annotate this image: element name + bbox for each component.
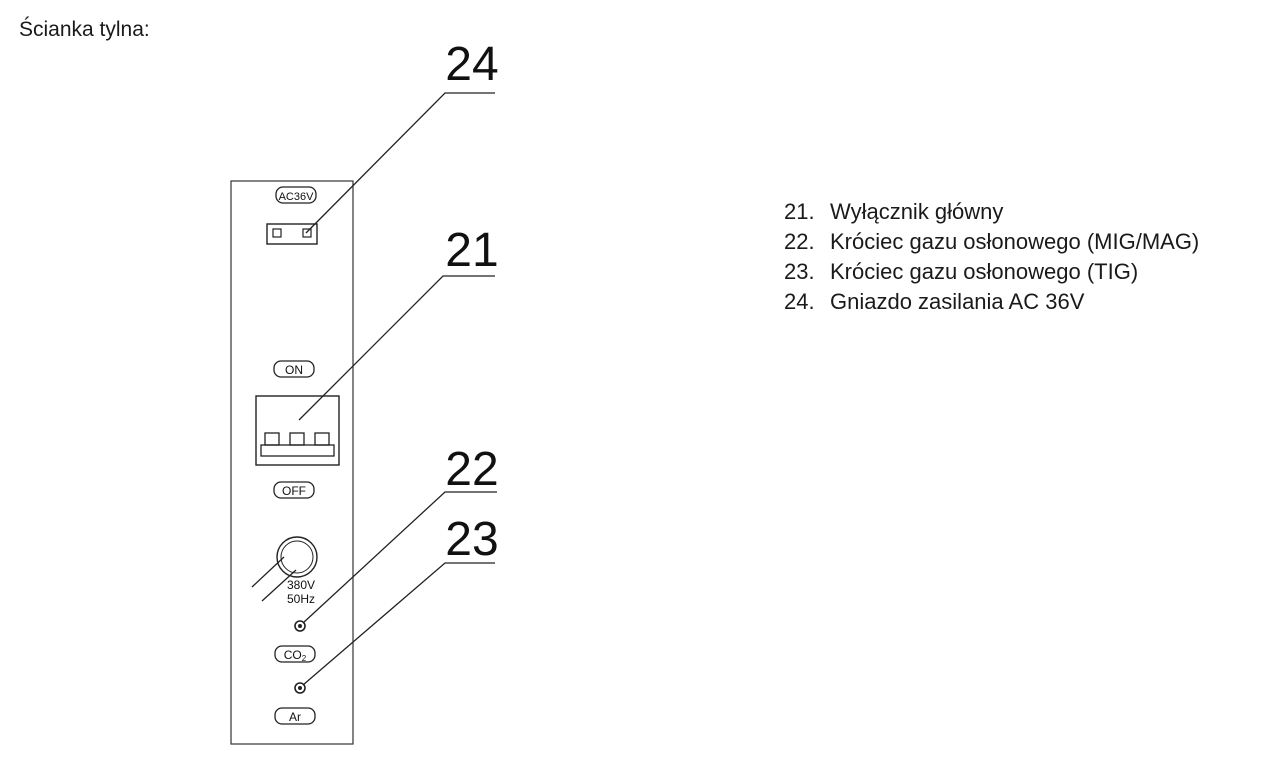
callout-22: 22: [445, 443, 498, 496]
power-cable-line-2: [261, 569, 297, 602]
ac36v-label-box: [275, 186, 317, 204]
legend-number: 21.: [784, 199, 815, 224]
legend-number: 24.: [784, 289, 815, 314]
parts-legend: 21. Wyłącznik główny 22. Króciec gazu osło…: [784, 197, 1199, 317]
frequency-label: 50Hz: [287, 592, 315, 606]
ac36v-socket: [266, 223, 318, 245]
ar-label-box: [274, 707, 316, 725]
legend-item: 24. Gniazdo zasilania AC 36V: [784, 287, 1199, 317]
legend-number: 22.: [784, 229, 815, 254]
ac36v-socket-pin-right: [302, 228, 312, 238]
power-cable-gland-inner: [280, 540, 314, 574]
on-label-box: [273, 360, 315, 378]
callout-21: 21: [445, 224, 498, 277]
co2-label-box: [274, 645, 316, 663]
legend-item: 21. Wyłącznik główny: [784, 197, 1199, 227]
callout-23: 23: [445, 513, 498, 566]
legend-item: 23. Króciec gazu osłonowego (TIG): [784, 257, 1199, 287]
rear-panel: [230, 180, 354, 745]
callout-23-leader: [302, 562, 495, 686]
main-switch: [255, 395, 340, 466]
co2-gas-nozzle-core: [298, 624, 302, 628]
callout-22-leader: [302, 491, 497, 624]
power-cable-line-1: [251, 556, 285, 588]
off-label: OFF: [282, 484, 306, 498]
off-label-box: [273, 481, 315, 499]
callout-24-leader: [305, 92, 495, 234]
legend-text: Króciec gazu osłonowego (TIG): [830, 259, 1139, 284]
ac36v-socket-pin-left: [272, 228, 282, 238]
voltage-label: 380V: [287, 578, 315, 592]
main-switch-pole-1: [264, 432, 280, 446]
co2-label-subscript: 2: [302, 654, 307, 663]
ar-gas-nozzle-core: [298, 686, 302, 690]
main-switch-bar: [260, 444, 335, 457]
legend-text: Wyłącznik główny: [830, 199, 1004, 224]
ac36v-label: AC36V: [279, 191, 315, 203]
main-switch-pole-2: [289, 432, 305, 446]
co2-gas-nozzle: [294, 620, 306, 632]
power-cable-gland: [276, 536, 318, 578]
ar-label: Ar: [289, 710, 301, 724]
co2-label: CO2: [284, 648, 307, 663]
legend-number: 23.: [784, 259, 815, 284]
page-title: Ścianka tylna:: [19, 18, 150, 41]
legend-text: Gniazdo zasilania AC 36V: [830, 289, 1085, 314]
legend-item: 22. Króciec gazu osłonowego (MIG/MAG): [784, 227, 1199, 257]
callout-24: 24: [445, 38, 498, 91]
main-switch-pole-3: [314, 432, 330, 446]
on-label: ON: [285, 363, 303, 377]
ar-gas-nozzle: [294, 682, 306, 694]
legend-text: Króciec gazu osłonowego (MIG/MAG): [830, 229, 1200, 254]
callout-21-leader: [298, 275, 495, 421]
co2-label-main: CO: [284, 648, 302, 662]
